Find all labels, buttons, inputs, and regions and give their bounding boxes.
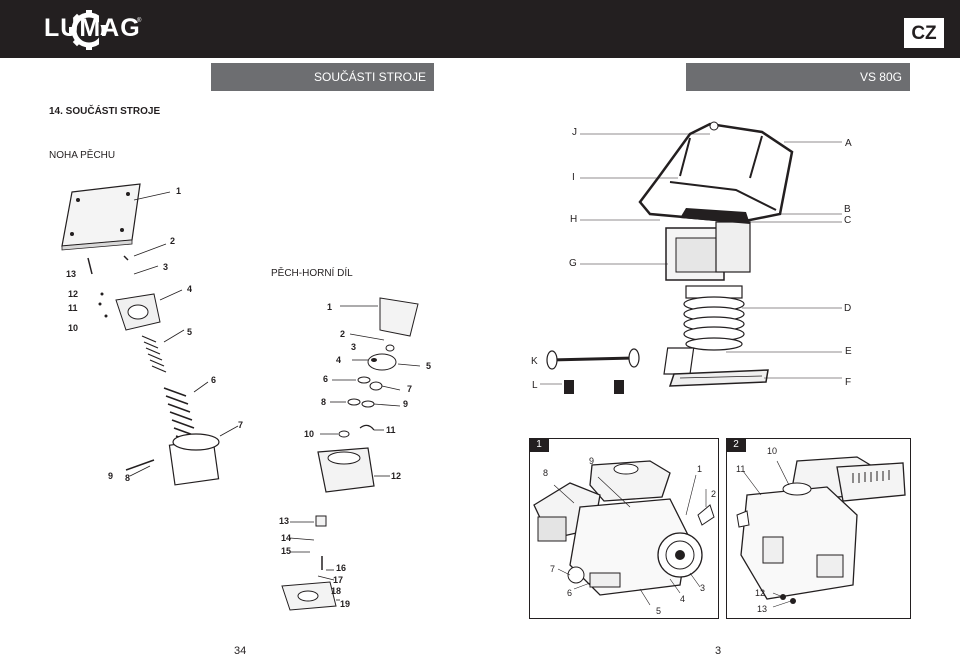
inset2-num-11: 11	[736, 464, 746, 474]
inset1-num-4: 4	[680, 594, 686, 604]
callout-upper-1: 1	[327, 302, 333, 312]
callout-upper-4: 4	[336, 355, 342, 365]
label-B: B	[844, 204, 851, 215]
language-badge: CZ	[904, 18, 944, 48]
inset-2-tag: 2	[726, 438, 746, 452]
page-number-right: 3	[715, 645, 722, 657]
callout-foot-8: 8	[125, 473, 131, 483]
inset1-num-5: 5	[656, 606, 662, 616]
label-G: G	[569, 258, 577, 269]
callout-foot-4: 4	[187, 284, 193, 294]
label-K: K	[531, 356, 538, 367]
callout-upper-5: 5	[426, 361, 432, 371]
callout-upper-6: 6	[323, 374, 329, 384]
inset1-num-2: 2	[711, 489, 717, 499]
callout-foot-7: 7	[238, 420, 244, 430]
callout-upper-2: 2	[340, 329, 346, 339]
label-L: L	[532, 380, 538, 391]
inset1-num-3: 3	[700, 583, 706, 593]
engine-right-view-diagram	[736, 456, 906, 608]
callout-upper-9: 9	[403, 399, 409, 409]
rammer-upper-diagram	[281, 297, 421, 611]
callout-upper-11: 11	[386, 425, 396, 435]
callout-upper-15: 15	[281, 546, 292, 556]
callout-upper-13: 13	[279, 516, 290, 526]
callout-foot-11: 11	[68, 303, 78, 313]
page-number-left: 34	[234, 645, 247, 657]
callout-foot-9: 9	[108, 471, 114, 481]
section-title-bar: SOUČÁSTI STROJE	[211, 63, 434, 91]
label-C: C	[844, 215, 852, 226]
inset2-num-10: 10	[767, 446, 778, 456]
brand-name: LUMAG	[44, 14, 141, 42]
lumag-gear-logo-icon	[69, 10, 109, 50]
callout-foot-10: 10	[68, 323, 79, 333]
rammer-overview-diagram	[540, 121, 842, 394]
callout-upper-16: 16	[336, 563, 347, 573]
label-A: A	[845, 138, 852, 149]
inset2-num-12: 12	[755, 588, 766, 598]
inset1-num-7: 7	[550, 564, 556, 574]
model-title-bar: VS 80G	[686, 63, 910, 91]
callout-upper-17: 17	[333, 575, 344, 585]
engine-inset-1	[529, 438, 719, 619]
foot-subheading: NOHA PĚCHU	[49, 150, 116, 161]
callout-upper-19: 19	[340, 599, 351, 609]
callout-upper-18: 18	[331, 586, 342, 596]
inset1-num-6: 6	[567, 588, 573, 598]
inset1-num-1: 1	[697, 464, 703, 474]
engine-inset-2	[726, 438, 911, 619]
label-E: E	[845, 346, 852, 357]
label-H: H	[570, 214, 578, 225]
callout-foot-12: 12	[68, 289, 79, 299]
inset1-num-8: 8	[543, 468, 549, 478]
registered-mark: ®	[137, 18, 142, 24]
inset-1-tag: 1	[529, 438, 549, 452]
header-bar	[0, 0, 960, 58]
label-D: D	[844, 303, 852, 314]
callout-upper-14: 14	[281, 533, 292, 543]
callout-foot-6: 6	[211, 375, 217, 385]
callout-upper-10: 10	[304, 429, 315, 439]
section-heading: 14. SOUČÁSTI STROJE	[49, 106, 161, 117]
label-I: I	[572, 172, 575, 183]
callout-foot-5: 5	[187, 327, 193, 337]
callout-upper-8: 8	[321, 397, 327, 407]
inset2-num-13: 13	[757, 604, 768, 614]
label-F: F	[845, 377, 852, 388]
callout-upper-12: 12	[391, 471, 402, 481]
callout-foot-2: 2	[170, 236, 176, 246]
callout-foot-13: 13	[66, 269, 77, 279]
upper-subheading: PĚCH-HORNÍ DÍL	[271, 268, 353, 279]
inset1-num-9: 9	[589, 456, 595, 466]
callout-foot-3: 3	[163, 262, 169, 272]
rammer-foot-diagram	[61, 183, 239, 486]
callout-upper-3: 3	[351, 342, 357, 352]
engine-left-view-diagram	[533, 460, 715, 606]
callout-foot-1: 1	[176, 186, 182, 196]
callout-upper-7: 7	[407, 384, 413, 394]
label-J: J	[572, 127, 577, 138]
